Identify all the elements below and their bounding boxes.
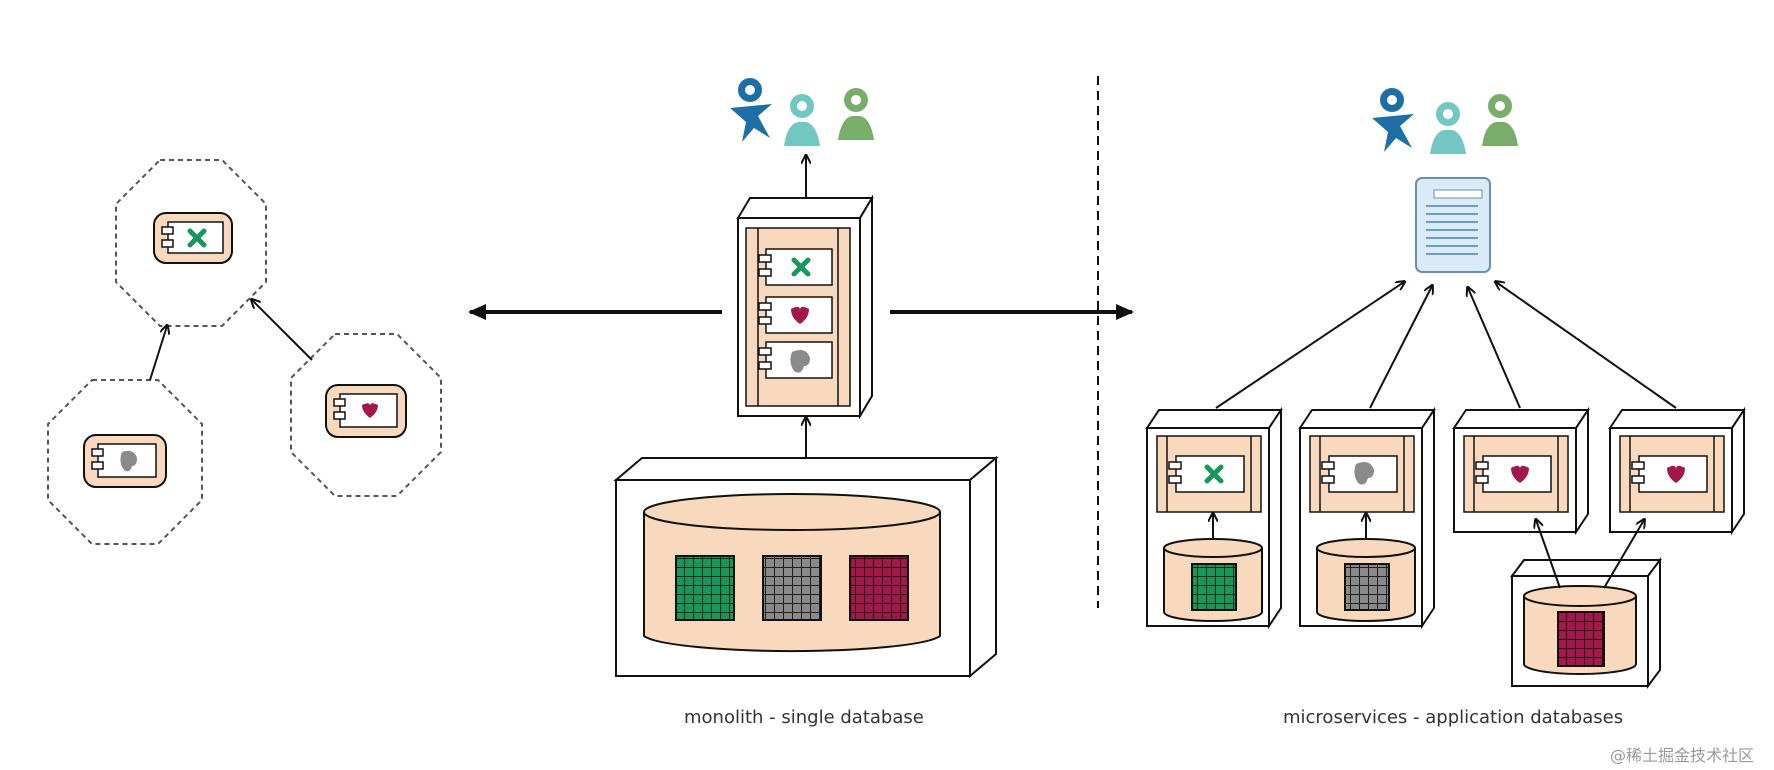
monolith — [613, 78, 999, 679]
user-icon — [1430, 102, 1466, 154]
component-heart — [325, 384, 407, 438]
service-box-x — [1145, 406, 1283, 630]
service-box-blob — [1298, 406, 1436, 630]
x-mark-icon — [1204, 464, 1224, 484]
arrow-svc1-to-gateway — [1215, 282, 1404, 409]
user-icon — [1482, 94, 1518, 146]
service-octagon-bottom — [47, 379, 203, 545]
heart-icon — [362, 403, 378, 418]
monolith-app-server — [736, 194, 874, 420]
microservices — [1145, 88, 1746, 689]
left-services-cluster — [47, 159, 442, 545]
blob-icon — [1354, 462, 1374, 485]
arrow-right-to-top — [252, 300, 313, 361]
shared-database-box — [1510, 557, 1662, 689]
module-blob — [758, 341, 833, 379]
blob-icon — [790, 350, 810, 373]
module-x — [758, 248, 833, 286]
table-green — [675, 555, 735, 621]
heart-icon — [1511, 465, 1529, 483]
monolith-database-server — [613, 455, 999, 679]
users-group-center — [730, 78, 874, 146]
table-green — [1191, 563, 1237, 611]
arrow-bottom-to-top — [149, 326, 167, 381]
table-gray — [1344, 563, 1390, 611]
heart-icon — [791, 306, 809, 324]
users-group-right — [1372, 88, 1518, 154]
table-crimson — [1557, 611, 1605, 667]
watermark: @稀土掘金技术社区 — [1610, 746, 1755, 765]
arrow-svc3-to-gateway — [1468, 288, 1521, 409]
component-x — [153, 212, 233, 264]
service-box-heart-b — [1608, 406, 1746, 536]
table-gray — [762, 555, 822, 621]
table-crimson — [849, 555, 909, 621]
x-mark-icon — [187, 228, 207, 248]
microservices-caption: microservices - application databases — [1283, 707, 1624, 728]
monolith-caption: monolith - single database — [684, 707, 924, 728]
user-icon — [784, 94, 820, 146]
user-icon — [1372, 88, 1414, 152]
arrow-db-to-svc4 — [1603, 520, 1644, 589]
arrow-db-to-svc3 — [1536, 520, 1561, 589]
arrow-svc2-to-gateway — [1369, 286, 1432, 409]
user-icon — [730, 78, 772, 142]
user-icon — [838, 88, 874, 140]
service-octagon-right — [290, 333, 442, 497]
service-box-heart-a — [1452, 406, 1590, 536]
x-mark-icon — [791, 257, 811, 277]
heart-icon — [1667, 465, 1685, 483]
document-icon — [1415, 177, 1491, 273]
component-blob — [83, 434, 167, 488]
blob-icon — [120, 450, 137, 472]
arrow-svc4-to-gateway — [1496, 282, 1677, 409]
module-heart — [758, 296, 833, 334]
service-octagon-top — [115, 159, 267, 327]
